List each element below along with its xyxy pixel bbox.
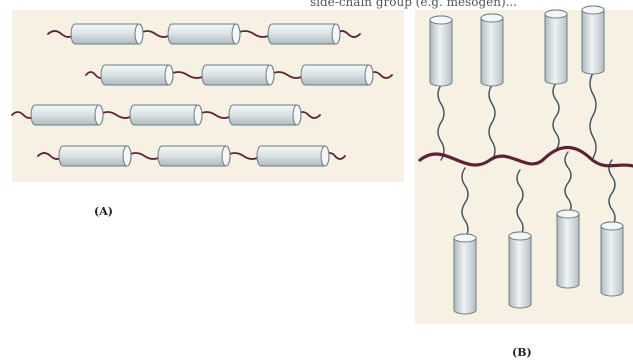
mesogen-cylinder [453, 233, 477, 315]
main-chain-row [37, 145, 346, 167]
mesogen-cylinder [600, 221, 624, 297]
mesogen-cylinder [30, 104, 104, 126]
flexible-spacer [488, 84, 496, 161]
flexible-spacer [516, 169, 524, 237]
mesogen-cylinder [70, 23, 144, 45]
mesogen-cylinder [167, 23, 241, 45]
chain-link [138, 30, 173, 38]
chain-link [126, 152, 163, 160]
mesogen-cylinder [228, 104, 302, 126]
mesogen-cylinder [201, 64, 275, 86]
panel-b-content [418, 5, 633, 315]
caption-fragment: side-chain group (e.g. mesogen)... [310, 0, 518, 9]
panel-b [415, 5, 633, 324]
mesogen-cylinder [581, 5, 605, 75]
panel-a-label: (A) [94, 205, 113, 218]
mesogen-cylinder [267, 23, 341, 45]
panel-a-chains [11, 23, 393, 167]
chain-link [98, 111, 135, 119]
flexible-spacer [608, 159, 616, 227]
mesogen-cylinder [256, 145, 330, 167]
mesogen-cylinder [300, 64, 374, 86]
mesogen-cylinder [508, 231, 532, 309]
mesogen-cylinder [556, 209, 580, 289]
flexible-spacer [552, 82, 560, 151]
mesogen-cylinder [544, 9, 568, 85]
chain-link [168, 71, 207, 79]
mesogen-cylinder [157, 145, 231, 167]
chain-link [225, 152, 262, 160]
flexible-spacer [461, 167, 469, 239]
mesogen-cylinder [100, 64, 174, 86]
flexible-spacer [437, 84, 445, 161]
main-chain-row [85, 64, 393, 86]
main-chain-row [11, 104, 321, 126]
panel-b-label: (B) [512, 346, 532, 359]
mesogen-cylinder [129, 104, 203, 126]
flexible-spacer [564, 151, 572, 215]
mesogen-cylinder [480, 13, 504, 87]
mesogen-cylinder [58, 145, 132, 167]
panel-a [11, 10, 404, 182]
mesogen-cylinder [429, 15, 453, 87]
polymer-backbone [418, 145, 633, 168]
main-chain-row [47, 23, 361, 45]
flexible-spacer [589, 72, 597, 159]
chain-link [269, 71, 306, 79]
chain-link [197, 111, 234, 119]
chain-link [235, 30, 273, 38]
